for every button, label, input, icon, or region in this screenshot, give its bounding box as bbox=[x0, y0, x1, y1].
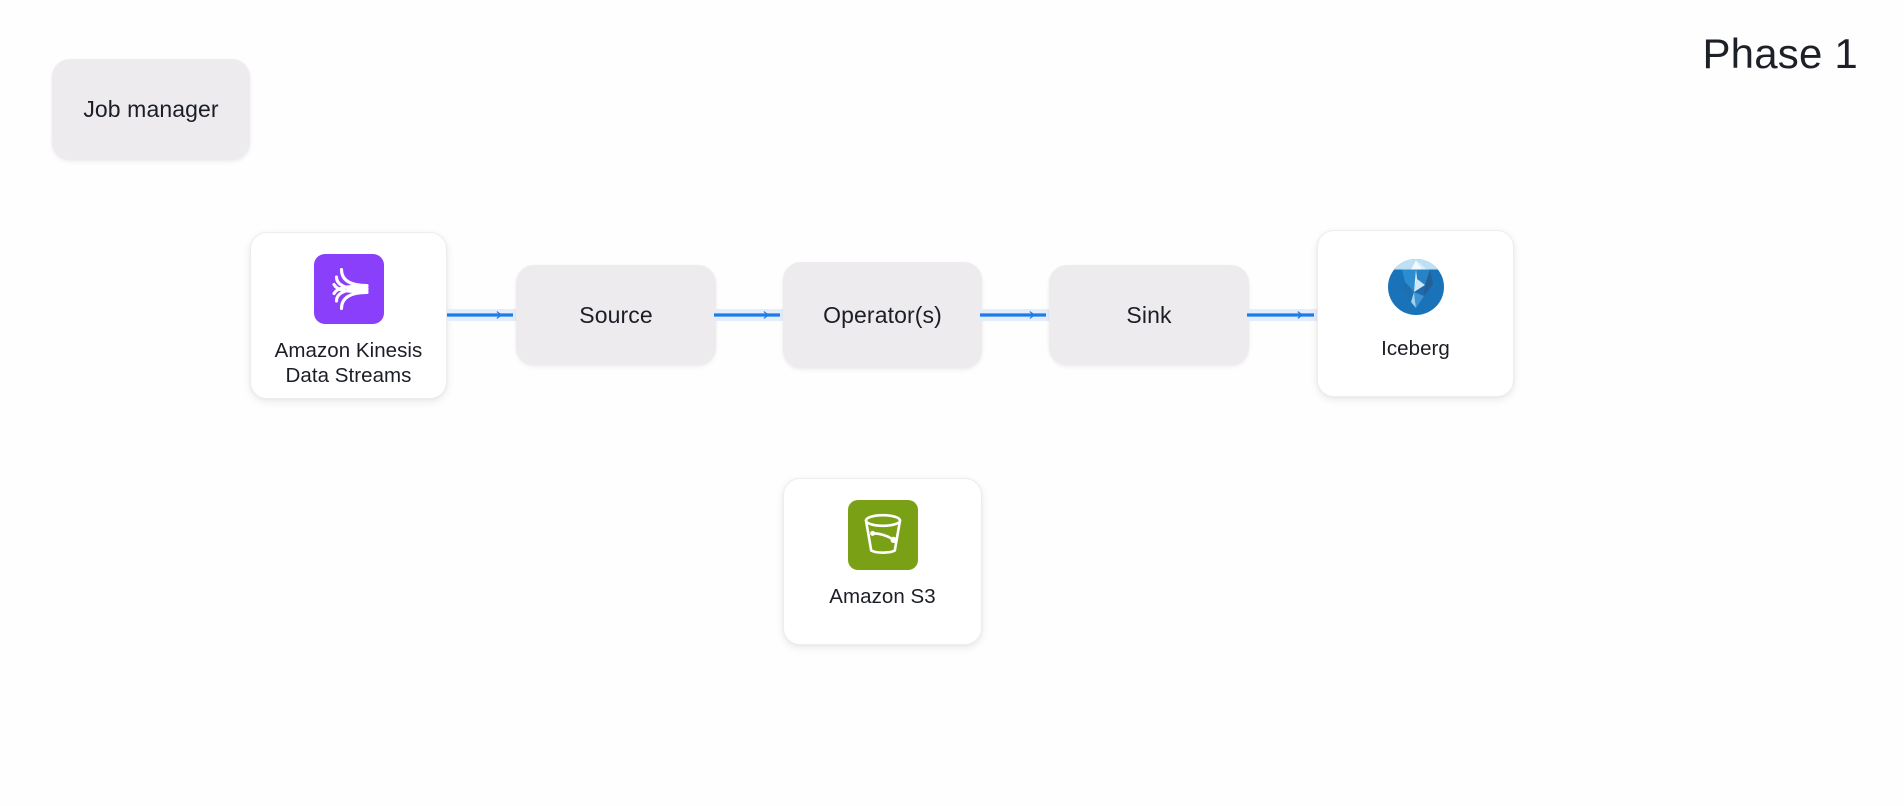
iceberg-node[interactable]: Iceberg bbox=[1317, 230, 1514, 397]
sink-node[interactable]: Sink bbox=[1049, 265, 1249, 365]
job-manager-label: Job manager bbox=[83, 96, 219, 122]
job-manager-node[interactable]: Job manager bbox=[52, 59, 250, 160]
source-node[interactable]: Source bbox=[516, 265, 716, 365]
connector-operator-to-sink bbox=[980, 304, 1052, 326]
iceberg-label: Iceberg bbox=[1381, 337, 1450, 360]
connector-source-to-operator bbox=[714, 304, 786, 326]
page-title: Phase 1 bbox=[1702, 30, 1858, 77]
amazon-s3-label: Amazon S3 bbox=[829, 585, 936, 608]
source-label: Source bbox=[579, 301, 653, 328]
amazon-kinesis-data-streams-node[interactable]: Amazon Kinesis Data Streams bbox=[250, 232, 447, 399]
operator-node[interactable]: Operator(s) bbox=[783, 262, 982, 368]
connector-sink-to-iceberg bbox=[1247, 304, 1320, 326]
connector-kinesis-to-source bbox=[447, 304, 519, 326]
operator-label: Operator(s) bbox=[823, 301, 942, 328]
amazon-s3-bucket-icon bbox=[847, 500, 918, 570]
sink-label: Sink bbox=[1126, 301, 1172, 328]
amazon-s3-node[interactable]: Amazon S3 bbox=[783, 478, 982, 645]
apache-iceberg-icon bbox=[1381, 252, 1451, 322]
amazon-kinesis-data-streams-label: Amazon Kinesis Data Streams bbox=[274, 339, 423, 387]
amazon-kinesis-data-streams-icon bbox=[313, 254, 384, 324]
